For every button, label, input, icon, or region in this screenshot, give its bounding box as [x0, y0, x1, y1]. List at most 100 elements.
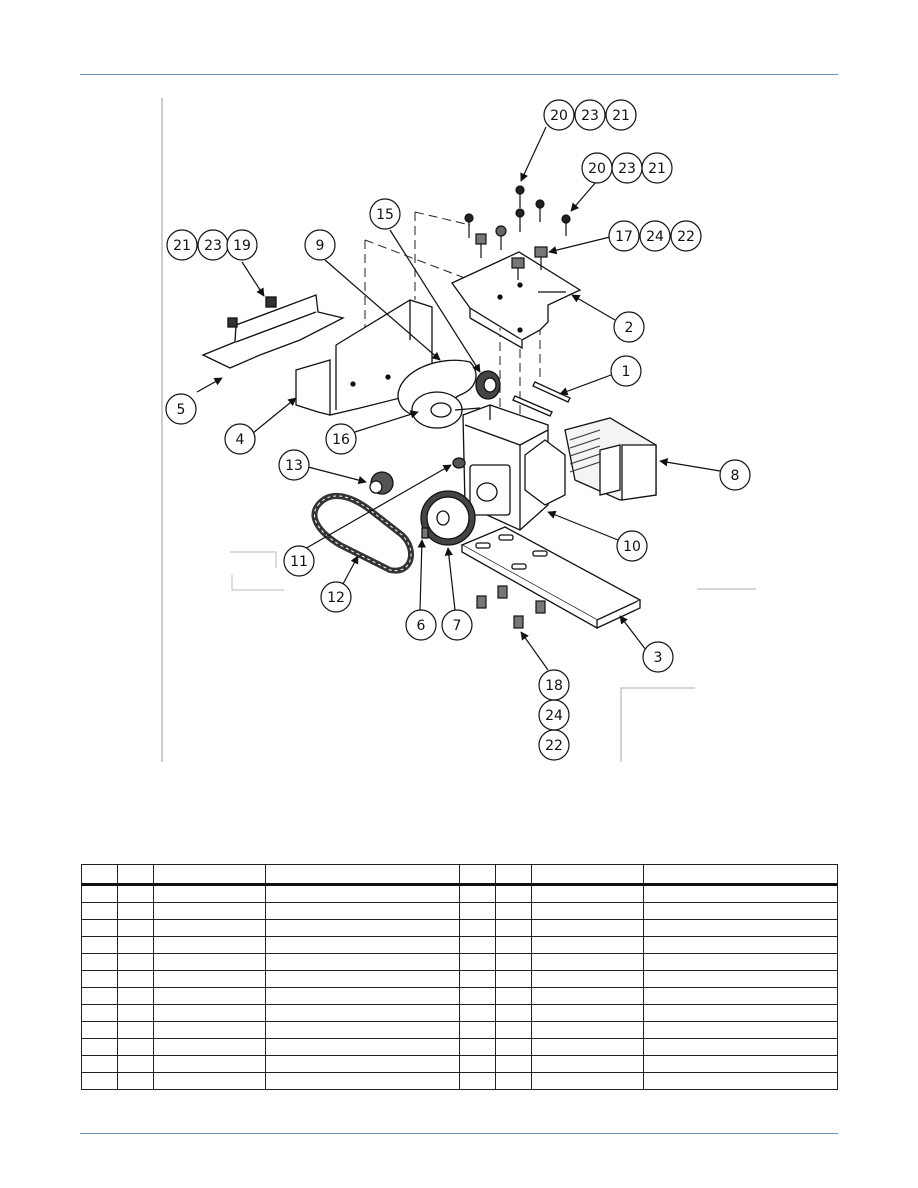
table-cell — [495, 902, 532, 920]
callout-label: 18 — [545, 678, 563, 694]
table-cell — [81, 884, 118, 903]
table-cell — [459, 902, 496, 920]
table-cell — [81, 1021, 118, 1039]
table-row — [81, 902, 838, 920]
table-cell — [495, 1072, 532, 1090]
part-belt-pulleys — [397, 359, 501, 429]
callout-circle — [670, 220, 702, 252]
callout-balloon: 8 — [719, 459, 751, 491]
callout-balloon: 6 — [405, 609, 437, 641]
callout-balloon: 11 — [283, 545, 315, 577]
callout-label: 24 — [646, 229, 664, 245]
table-cell — [117, 884, 154, 903]
table-cell — [643, 884, 838, 903]
table-cell — [495, 919, 532, 937]
table-cell — [265, 936, 460, 954]
callout-balloon: 18 — [538, 669, 570, 701]
table-cell — [153, 987, 266, 1005]
callout-circle — [165, 393, 197, 425]
callout-circle — [369, 198, 401, 230]
table-cell — [117, 1055, 154, 1073]
callout-label: 2 — [625, 320, 634, 336]
callout-circle — [304, 229, 336, 261]
table-cell — [117, 1072, 154, 1090]
table-cell — [459, 919, 496, 937]
callout-circle — [226, 229, 258, 261]
table-cell — [81, 1055, 118, 1073]
callout-balloon: 20 — [543, 99, 575, 131]
callout-balloon: 21 — [166, 229, 198, 261]
table-row — [81, 1055, 838, 1073]
callout-balloon: 12 — [320, 581, 352, 613]
callout-label: 12 — [327, 590, 345, 606]
callout-circle — [639, 220, 671, 252]
table-cell — [531, 953, 644, 971]
table-cell — [265, 1004, 460, 1022]
parts-header-cell — [81, 864, 118, 886]
table-cell — [459, 970, 496, 988]
table-cell — [531, 884, 644, 903]
callout-balloon: 13 — [278, 449, 310, 481]
parts-header-cell — [265, 864, 460, 886]
table-cell — [265, 970, 460, 988]
frame-fragment-a — [230, 551, 277, 568]
table-row — [81, 970, 838, 988]
table-cell — [643, 953, 838, 971]
table-cell — [117, 919, 154, 937]
callout-circle — [608, 220, 640, 252]
frame-fragment-b — [231, 575, 284, 591]
top-bolts — [464, 185, 571, 280]
table-row — [81, 953, 838, 971]
callout-balloon: 23 — [574, 99, 606, 131]
frame-corner-line — [620, 687, 695, 762]
bottom-rule — [80, 1133, 838, 1134]
table-cell — [265, 919, 460, 937]
callout-label: 6 — [417, 618, 426, 634]
table-cell — [153, 1055, 266, 1073]
table-cell — [117, 1004, 154, 1022]
table-cell — [531, 1004, 644, 1022]
part-chain-sprockets — [311, 457, 476, 574]
callout-circle — [278, 449, 310, 481]
table-cell — [643, 1072, 838, 1090]
callout-balloon: 23 — [611, 152, 643, 184]
callout-balloon: 4 — [224, 423, 256, 455]
table-cell — [153, 953, 266, 971]
table-cell — [459, 936, 496, 954]
construction-lines — [364, 211, 541, 440]
callout-label: 10 — [623, 539, 641, 555]
callout-balloon: 2 — [613, 311, 645, 343]
callout-balloon: 9 — [304, 229, 336, 261]
bottom-bolts — [476, 585, 546, 629]
table-cell — [265, 1072, 460, 1090]
table-row — [81, 936, 838, 954]
parts-header-cell — [531, 864, 644, 886]
callout-balloon: 24 — [639, 220, 671, 252]
callout-balloon: 21 — [605, 99, 637, 131]
callout-circle — [719, 459, 751, 491]
table-cell — [643, 1021, 838, 1039]
parts-header-cell — [117, 864, 154, 886]
table-cell — [153, 884, 266, 903]
callout-label: 20 — [588, 161, 606, 177]
table-cell — [265, 902, 460, 920]
callout-circle — [325, 423, 357, 455]
callout-label: 23 — [204, 238, 222, 254]
callout-balloon: 22 — [670, 220, 702, 252]
table-cell — [81, 970, 118, 988]
callout-circle — [613, 311, 645, 343]
table-cell — [643, 936, 838, 954]
callout-label: 8 — [731, 468, 740, 484]
callout-circle — [441, 609, 473, 641]
part-side-bracket — [201, 294, 433, 416]
part-spacer-bars — [512, 381, 571, 417]
callout-label: 15 — [376, 207, 394, 223]
callout-label: 11 — [290, 554, 308, 570]
callout-circle — [320, 581, 352, 613]
table-cell — [153, 1072, 266, 1090]
table-cell — [643, 1038, 838, 1056]
part-gearbox-motor — [462, 404, 657, 531]
callout-circle — [224, 423, 256, 455]
callout-circle — [610, 355, 642, 387]
